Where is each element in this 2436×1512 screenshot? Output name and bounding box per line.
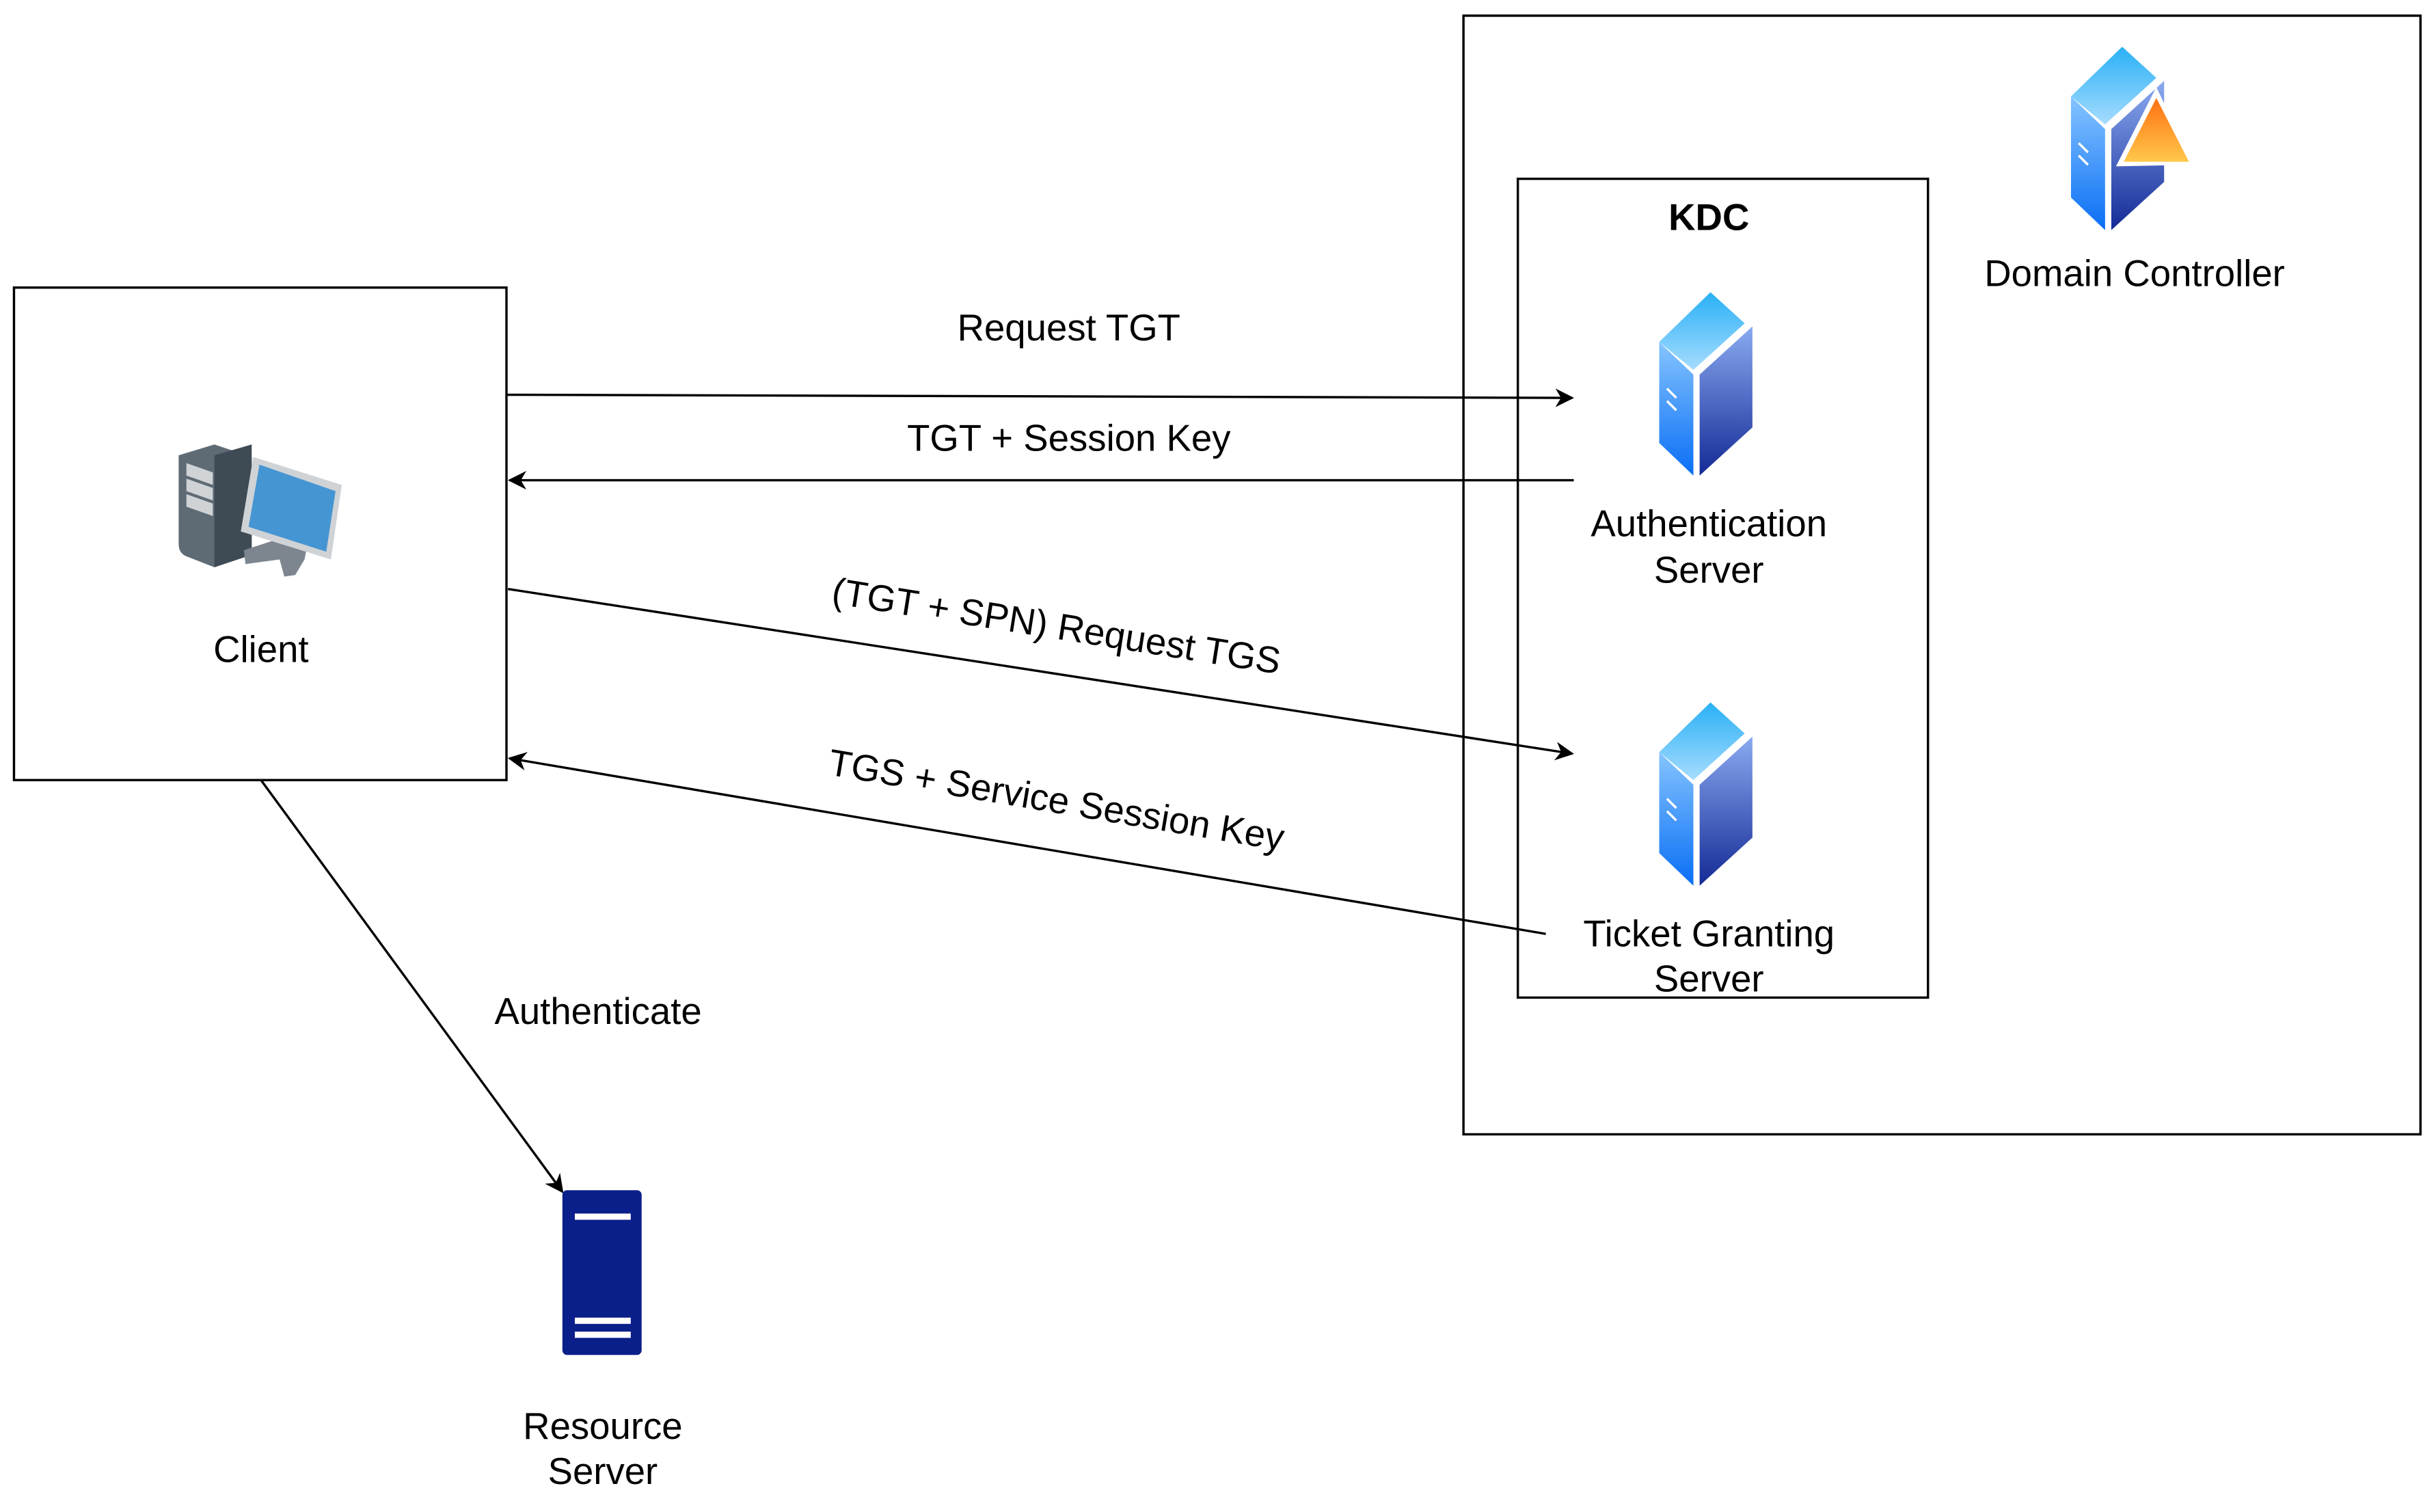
domain-controller-server-icon <box>2070 46 2194 230</box>
request-tgt-arrow[interactable] <box>506 388 1574 407</box>
request-tgs-label: (TGT + SPN) Request TGS <box>829 570 1284 682</box>
domain-controller-box[interactable] <box>1462 14 2422 1136</box>
domain-controller-label: Domain Controller <box>1984 252 2285 294</box>
authentication-server-label-line2: Server <box>1654 550 1764 591</box>
resource-server-label-line2: Server <box>548 1450 658 1492</box>
tgs-service-key-label: TGS + Service Session Key <box>826 742 1288 859</box>
authentication-server-label-line1: Authentication <box>1591 502 1827 544</box>
authenticate-label: Authenticate <box>494 990 701 1032</box>
tgs-service-key-arrow[interactable] <box>507 752 1546 935</box>
authenticate-arrow[interactable] <box>260 779 564 1193</box>
ticket-granting-server-label-line1: Ticket Granting <box>1583 913 1835 954</box>
request-tgs-arrow[interactable] <box>507 587 1574 761</box>
tgt-session-key-label: TGT + Session Key <box>907 417 1231 459</box>
desktop-computer-icon <box>178 444 342 577</box>
client-label: Client <box>213 628 308 670</box>
authentication-server-icon <box>1659 292 1754 476</box>
resource-server-icon <box>562 1190 642 1355</box>
resource-server-label-line1: Resource <box>523 1405 682 1447</box>
ticket-granting-server-icon <box>1659 702 1754 886</box>
ticket-granting-server-label-line2: Server <box>1654 958 1764 999</box>
kdc-box[interactable] <box>1516 177 1930 999</box>
client-box[interactable] <box>12 286 508 781</box>
request-tgt-label: Request TGT <box>958 307 1180 349</box>
kdc-title: KDC <box>1668 197 1749 239</box>
